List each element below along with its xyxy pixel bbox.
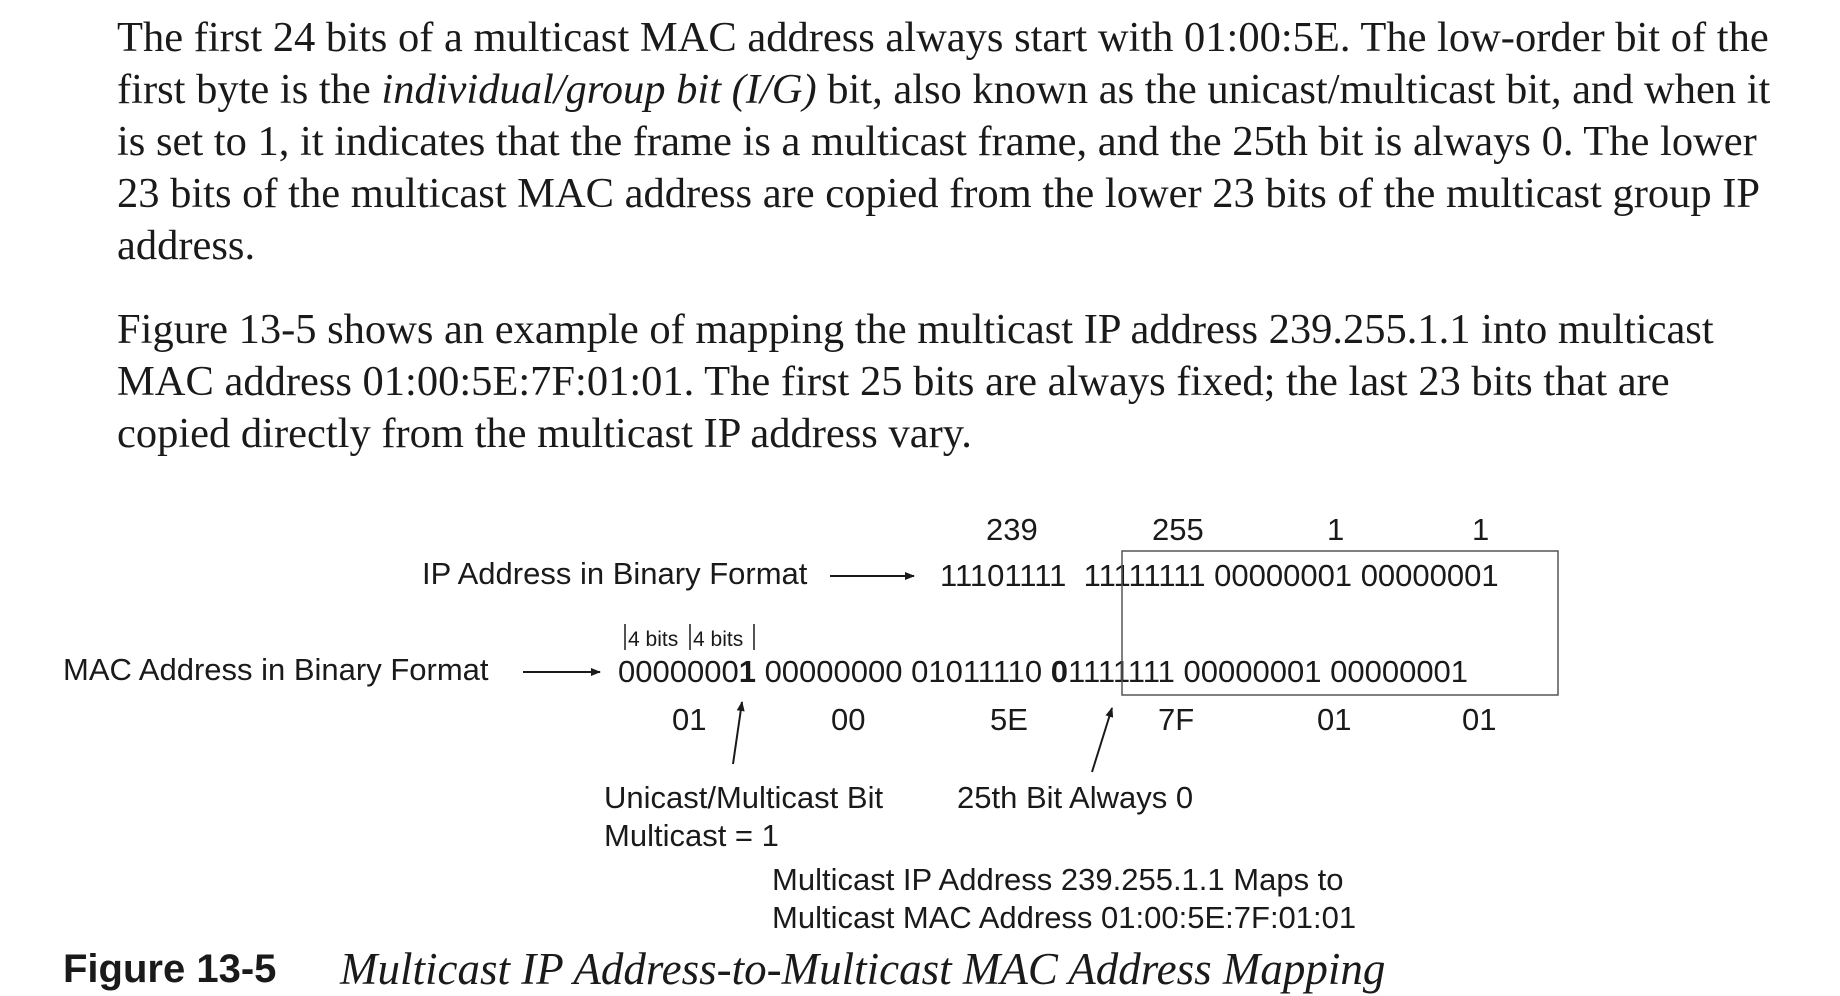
ip-binary-octet-4: 00000001 bbox=[1360, 558, 1499, 593]
mapped-bits-box bbox=[1121, 550, 1559, 696]
ip-binary-octet-2-first-bit: 1 bbox=[1083, 558, 1099, 593]
ip-octet-4-decimal: 1 bbox=[1472, 512, 1490, 547]
mac-binary-octet-1-start: 0000000 bbox=[618, 654, 739, 689]
mac-hex-6: 01 bbox=[1462, 702, 1497, 737]
mac-hex-1: 01 bbox=[672, 702, 707, 737]
unicast-note-line-1: Unicast/Multicast Bit bbox=[604, 780, 884, 815]
ip-binary-octet-3: 00000001 bbox=[1214, 558, 1353, 593]
paragraph-1-text-b: bit, also known as the unicast/multicast… bbox=[117, 66, 1771, 269]
body-paragraph-2: Figure 13-5 shows an example of mapping … bbox=[117, 306, 1714, 457]
figure-caption-title: Multicast IP Address-to-Multicast MAC Ad… bbox=[340, 944, 1386, 994]
mac-hex-2: 00 bbox=[831, 702, 866, 737]
mac-hex-5: 01 bbox=[1317, 702, 1352, 737]
bit-25-note: 25th Bit Always 0 bbox=[957, 780, 1194, 815]
four-bits-label-2: 4 bits bbox=[693, 628, 744, 651]
mapping-note-line-2: Multicast MAC Address 01:00:5E:7F:01:01 bbox=[772, 900, 1357, 935]
ip-octet-1-decimal: 239 bbox=[986, 512, 1038, 547]
bit-25-arrow bbox=[1091, 707, 1114, 773]
ip-binary-value: 11101111 11111111 00000001 00000001 bbox=[940, 558, 1499, 594]
ip-octet-3-decimal: 1 bbox=[1327, 512, 1345, 547]
mac-binary-octet-3: 01011110 bbox=[911, 654, 1043, 689]
mac-binary-octet-2: 00000000 bbox=[764, 654, 903, 689]
four-bits-label-1: 4 bits bbox=[628, 628, 679, 651]
ip-octet-2-decimal: 255 bbox=[1152, 512, 1204, 547]
unicast-bit-arrow bbox=[732, 701, 745, 765]
mac-hex-4: 7F bbox=[1158, 702, 1195, 737]
mac-binary-value: 00000001 00000000 01011110 01111111 0000… bbox=[618, 654, 1468, 690]
ip-binary-label: IP Address in Binary Format bbox=[422, 556, 808, 591]
mac-binary-octet-5: 00000001 bbox=[1183, 654, 1322, 689]
mapping-note-line-1: Multicast IP Address 239.255.1.1 Maps to bbox=[772, 862, 1344, 897]
unicast-note-line-2: Multicast = 1 bbox=[604, 818, 779, 853]
figure-caption-label: Figure 13-5 bbox=[63, 947, 277, 991]
ip-binary-octet-1: 11101111 bbox=[940, 558, 1067, 593]
mac-binary-ig-bit: 1 bbox=[738, 654, 756, 689]
ip-binary-octet-2-rest: 1111111 bbox=[1098, 558, 1206, 593]
mac-binary-bit-25: 0 bbox=[1050, 654, 1069, 689]
mac-hex-3: 5E bbox=[990, 702, 1028, 737]
paragraph-1-emphasis: individual/group bit (I/G) bbox=[381, 66, 817, 113]
mac-binary-label: MAC Address in Binary Format bbox=[63, 652, 489, 687]
paragraph-1-text-a: The first 24 bits of a multicast MAC add… bbox=[117, 14, 1769, 113]
body-paragraph-1: The first 24 bits of a multicast MAC add… bbox=[117, 12, 1787, 272]
mac-binary-octet-6: 00000001 bbox=[1330, 654, 1469, 689]
